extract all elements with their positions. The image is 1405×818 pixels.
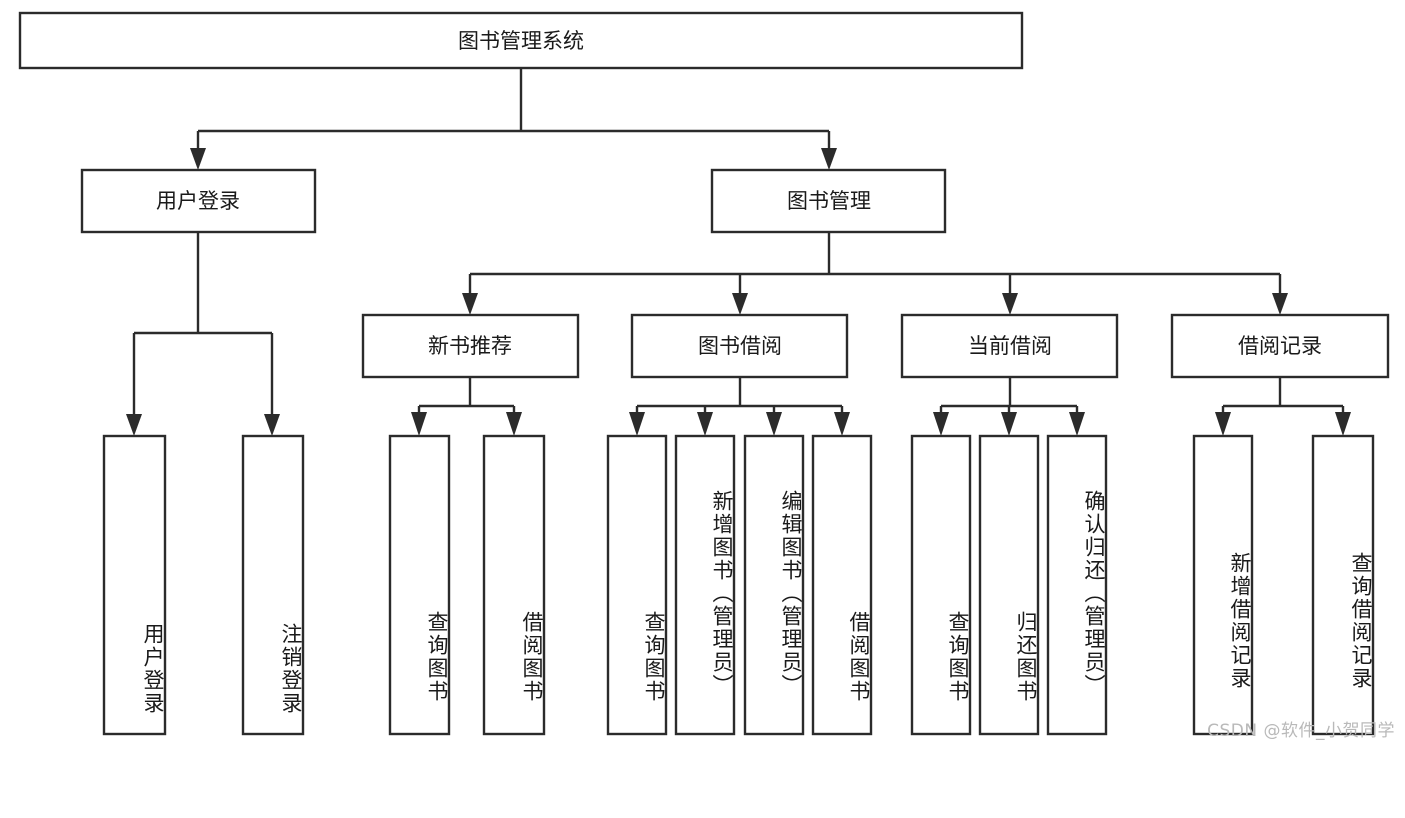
- node-label-borrow-record: 借阅记录: [1238, 334, 1322, 358]
- node-box-borrow-record: [1170, 313, 1390, 379]
- node-box-leaf-bb-borrow-book[interactable]: [811, 434, 873, 736]
- arrowhead-bb-add-book: [697, 412, 713, 436]
- connector-group-user-login: [126, 232, 280, 436]
- arrowhead-book-mgmt: [821, 148, 837, 170]
- node-box-leaf-br-query-record[interactable]: [1311, 434, 1375, 736]
- arrowhead-bb-edit-book: [766, 412, 782, 436]
- arrowhead-cb-confirm-return: [1069, 412, 1085, 436]
- connector-group-book-borrow: [629, 377, 850, 436]
- node-label-new-book-recommend: 新书推荐: [428, 334, 512, 358]
- node-box-leaf-br-add-record[interactable]: [1192, 434, 1254, 736]
- node-box-leaf-bb-add-book[interactable]: [674, 434, 736, 736]
- arrowhead-current-borrow: [1002, 293, 1018, 315]
- node-box-leaf-cb-confirm-return[interactable]: [1046, 434, 1108, 736]
- arrowhead-book-borrow: [732, 293, 748, 315]
- arrowhead-user-login: [190, 148, 206, 170]
- node-label-root: 图书管理系统: [458, 29, 584, 53]
- node-borrow-record[interactable]: 借阅记录: [1170, 313, 1390, 379]
- node-box-leaf-logout[interactable]: [241, 434, 305, 736]
- node-box-current-borrow: [900, 313, 1119, 379]
- node-box-leaf-cb-query-book[interactable]: [910, 434, 972, 736]
- connector-group-borrow-record: [1215, 377, 1351, 436]
- arrowhead-borrow-record: [1272, 293, 1288, 315]
- node-label-user-login: 用户登录: [156, 189, 240, 213]
- node-new-book-recommend[interactable]: 新书推荐: [361, 313, 580, 379]
- node-box-book-borrow: [630, 313, 849, 379]
- node-book-borrow[interactable]: 图书借阅: [630, 313, 849, 379]
- arrowhead-leaf-logout: [264, 414, 280, 436]
- csdn-watermark: CSDN @软件_小贺同学: [1207, 721, 1395, 741]
- node-current-borrow[interactable]: 当前借阅: [900, 313, 1119, 379]
- connector-group-root: [190, 68, 837, 170]
- node-box-root: [18, 11, 1024, 70]
- arrowhead-new-book-recommend: [462, 293, 478, 315]
- arrowhead-bb-borrow-book: [834, 412, 850, 436]
- leaf-box-group: [102, 434, 1375, 736]
- node-user-login[interactable]: 用户登录: [80, 168, 317, 234]
- node-label-book-management: 图书管理: [787, 189, 871, 213]
- node-box-leaf-bb-edit-book[interactable]: [743, 434, 805, 736]
- node-box-leaf-user-login[interactable]: [102, 434, 167, 736]
- arrowhead-cb-query-book: [933, 412, 949, 436]
- node-book-management-system[interactable]: 图书管理系统: [18, 11, 1024, 70]
- arrowhead-br-add-record: [1215, 412, 1231, 436]
- node-box-user-login: [80, 168, 317, 234]
- connector-group-book-mgmt: [462, 232, 1288, 315]
- tree-diagram-svg: 图书管理系统 用户登录 图书管理 新书推荐 图书借阅 当前借阅 借阅记录: [18, 11, 1390, 736]
- diagram-canvas: 图书管理系统 用户登录 图书管理 新书推荐 图书借阅 当前借阅 借阅记录: [18, 11, 1395, 741]
- node-box-leaf-cb-return-book[interactable]: [978, 434, 1040, 736]
- node-box-new-book-recommend: [361, 313, 580, 379]
- node-box-leaf-nb-query-book[interactable]: [388, 434, 451, 736]
- arrowhead-nb-query-book: [411, 412, 427, 436]
- arrowhead-bb-query-book: [629, 412, 645, 436]
- arrowhead-br-query-record: [1335, 412, 1351, 436]
- connector-group-current-borrow: [933, 377, 1085, 436]
- node-label-book-borrow: 图书借阅: [698, 334, 782, 358]
- arrowhead-leaf-user-login: [126, 414, 142, 436]
- arrowhead-cb-return-book: [1001, 412, 1017, 436]
- node-box-leaf-bb-query-book[interactable]: [606, 434, 668, 736]
- node-box-leaf-nb-borrow-book[interactable]: [482, 434, 546, 736]
- node-book-management[interactable]: 图书管理: [710, 168, 947, 234]
- node-box-book-management: [710, 168, 947, 234]
- node-label-current-borrow: 当前借阅: [968, 334, 1052, 358]
- connector-group-new-book-recommend: [411, 377, 522, 436]
- arrowhead-nb-borrow-book: [506, 412, 522, 436]
